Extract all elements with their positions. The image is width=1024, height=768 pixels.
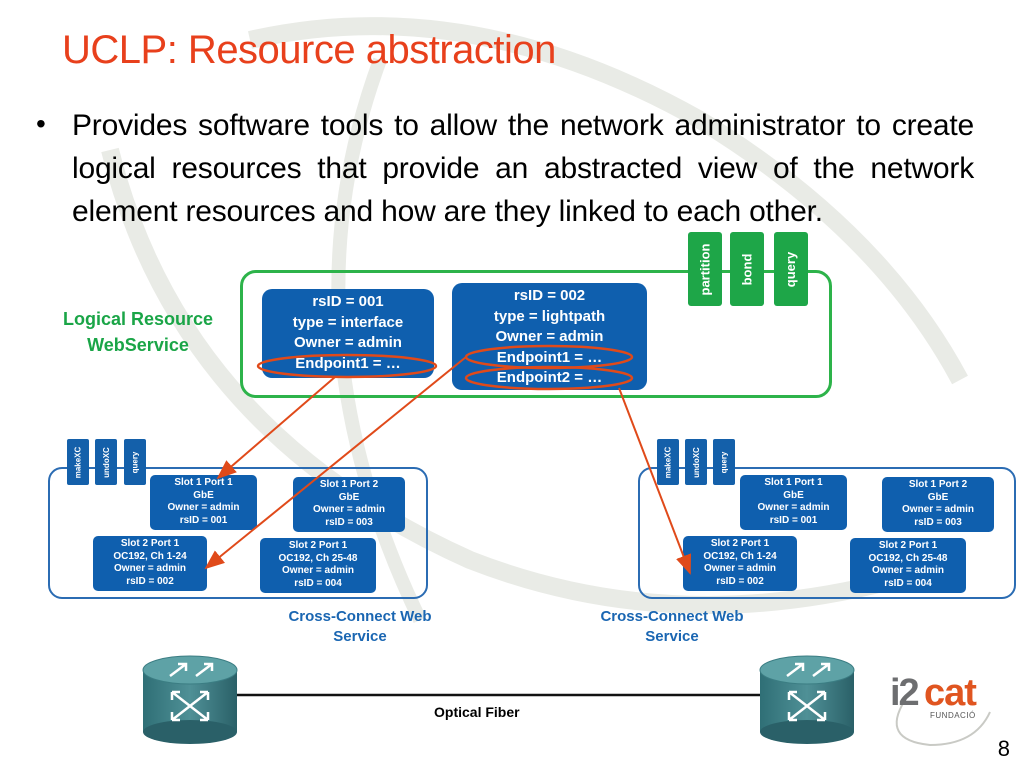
- endpoint1-001-highlight: [256, 353, 438, 379]
- bullet-marker: •: [36, 108, 46, 139]
- slide-title: UCLP: Resource abstraction: [62, 28, 556, 72]
- optical-fiber-label: Optical Fiber: [434, 704, 520, 720]
- query-tab[interactable]: query: [774, 232, 808, 306]
- left-query-tab[interactable]: query: [124, 439, 146, 485]
- endpoint1-002-highlight: [464, 344, 634, 370]
- endpoint2-002-highlight: [464, 365, 634, 391]
- left-undoxc-tab[interactable]: undoXC: [95, 439, 117, 485]
- bullet-text: Provides software tools to allow the net…: [72, 109, 974, 228]
- resource-box-001: rsID = 001 type = interface Owner = admi…: [262, 289, 434, 378]
- logical-resource-label: Logical Resource WebService: [62, 309, 214, 355]
- left-cross-connect-panel: [48, 467, 428, 599]
- logo-subtitle: FUNDACIÓ: [930, 711, 976, 720]
- right-query-tab[interactable]: query: [713, 439, 735, 485]
- page-number: 8: [997, 736, 1010, 761]
- arrow-002-ep2-to-right-slot2: [618, 387, 692, 575]
- right-undoxc-tab[interactable]: undoXC: [685, 439, 707, 485]
- left-makexc-tab[interactable]: makeXC: [67, 439, 89, 485]
- arrow-002-ep1-to-left-slot2: [204, 356, 467, 570]
- arrow-001-to-left-slot1: [216, 376, 336, 480]
- left-router-icon: [142, 655, 238, 744]
- right-makexc-tab[interactable]: makeXC: [657, 439, 679, 485]
- bond-tab[interactable]: bond: [730, 232, 764, 306]
- right-cross-connect-panel: [638, 467, 1016, 599]
- logo-swirl: [895, 699, 991, 747]
- right-router-icon: [759, 655, 855, 744]
- logo-text-cat: cat: [924, 672, 977, 714]
- logical-resource-panel: [240, 270, 832, 398]
- partition-tab[interactable]: partition: [688, 232, 722, 306]
- logo-text-i2: i2: [890, 672, 920, 714]
